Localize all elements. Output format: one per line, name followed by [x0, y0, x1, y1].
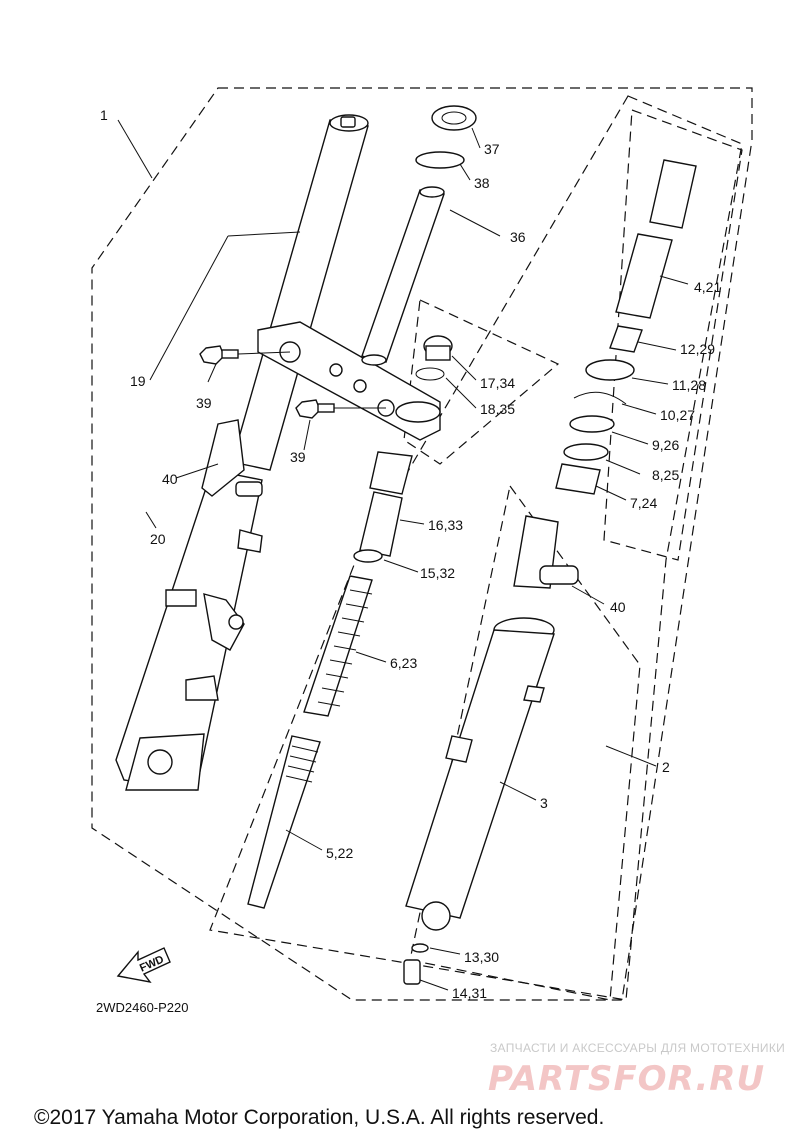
- callout-20: 20: [150, 531, 166, 547]
- callout-17-34: 17,34: [480, 375, 515, 391]
- callout-39-upper: 39: [196, 395, 212, 411]
- callout-15-32: 15,32: [420, 565, 455, 581]
- outer-tube-tab: [445, 735, 473, 763]
- bolt-14: [403, 959, 421, 985]
- callout-11-28: 11,28: [672, 377, 706, 393]
- washer-13: [411, 943, 429, 953]
- damper-rod-5: [247, 735, 321, 909]
- watermark-tagline: ЗАПЧАСТИ И АКСЕССУАРЫ ДЛЯ МОТОТЕХНИКИ: [490, 1041, 785, 1055]
- callout-labels: 1 2 3 4,21 5,22 6,23 7,24 8,25 9,26 10,2…: [100, 107, 721, 1001]
- callout-5-22: 5,22: [326, 845, 353, 861]
- caliper-mount-lower: [185, 675, 219, 701]
- spacer-16: [359, 491, 403, 557]
- bracket-hole-2: [329, 363, 343, 377]
- brake-bracket: [203, 593, 245, 651]
- seal-8: [563, 443, 609, 461]
- callout-4-21: 4,21: [694, 279, 721, 295]
- diagram-reference-code: 2WD2460-P220: [96, 1000, 189, 1015]
- fork-leg-left: [115, 114, 441, 791]
- callout-3: 3: [540, 795, 548, 811]
- fork-cap-hex: [340, 116, 356, 128]
- bolt-39-upper: [199, 345, 291, 365]
- cap-37: [431, 105, 477, 131]
- callout-7-24: 7,24: [630, 495, 657, 511]
- callout-6-23: 6,23: [390, 655, 417, 671]
- brake-bracket-hole: [228, 614, 244, 630]
- fork-guard-collar: [539, 565, 579, 585]
- outer-tube-3: [405, 629, 555, 919]
- o-ring-18: [415, 367, 445, 381]
- callout-10-27: 10,27: [660, 407, 695, 423]
- axle-hole: [147, 749, 173, 775]
- callout-39-lower: 39: [290, 449, 306, 465]
- bolt-cap-body: [425, 345, 451, 361]
- fork-tube-19: [231, 119, 369, 471]
- bracket-clamp-ring: [395, 401, 441, 423]
- spring-6: [303, 575, 373, 717]
- inner-tube-2-boundary: [409, 484, 641, 1001]
- washer-15: [353, 549, 383, 563]
- collar-12: [609, 325, 643, 353]
- callout-40-left: 40: [162, 471, 178, 487]
- callout-9-26: 9,26: [652, 437, 679, 453]
- fwd-label: FWD: [138, 953, 166, 974]
- callout-16-33: 16,33: [428, 517, 463, 533]
- inner-parts-right: [555, 159, 697, 495]
- outer-tube-axle-hole: [421, 901, 451, 931]
- assembly-1-boundary: [91, 87, 753, 1001]
- bracket-hole-3: [353, 379, 367, 393]
- damper-parts-center: [247, 335, 453, 909]
- lower-bracket: [257, 321, 441, 441]
- clip-10: [573, 391, 627, 405]
- callout-37: 37: [484, 141, 500, 157]
- callout-1: 1: [100, 107, 108, 123]
- bolt-39-lower: [295, 399, 386, 419]
- seal-11: [585, 359, 635, 381]
- fork-leg-right: [405, 515, 579, 931]
- fork-collar: [235, 481, 263, 497]
- collar-16: [369, 451, 413, 495]
- caliper-mount-upper: [165, 589, 197, 607]
- callout-36: 36: [510, 229, 526, 245]
- bottom-fasteners: [403, 943, 429, 985]
- callout-14-31: 14,31: [452, 985, 487, 1001]
- bushing-21: [615, 233, 673, 319]
- washer-38: [415, 151, 465, 169]
- collar-7: [555, 463, 601, 495]
- inner-tube-36: [361, 189, 445, 363]
- callout-38: 38: [474, 175, 490, 191]
- callout-19: 19: [130, 373, 146, 389]
- outer-tube-side-tab: [523, 685, 545, 703]
- copyright-notice: ©2017 Yamaha Motor Corporation, U.S.A. A…: [34, 1106, 604, 1129]
- leader-lines: [117, 119, 689, 991]
- assembly-36-boundary: [403, 299, 560, 465]
- washer-9: [569, 415, 615, 433]
- callout-12-29: 12,29: [680, 341, 715, 357]
- fork-guard-40-left: [201, 419, 245, 497]
- watermark-brand: PARTSFOR.RU: [488, 1059, 765, 1099]
- inner-tube-36-group: [361, 105, 477, 366]
- callout-13-30: 13,30: [464, 949, 499, 965]
- assembly-2-boundary: [209, 95, 743, 1001]
- bushing-4: [649, 159, 697, 229]
- callout-40-right: 40: [610, 599, 626, 615]
- callout-18-35: 18,35: [480, 401, 515, 417]
- side-tab: [237, 529, 263, 553]
- callout-8-25: 8,25: [652, 467, 679, 483]
- fwd-arrow-icon: FWD: [116, 947, 171, 984]
- callout-2: 2: [662, 759, 670, 775]
